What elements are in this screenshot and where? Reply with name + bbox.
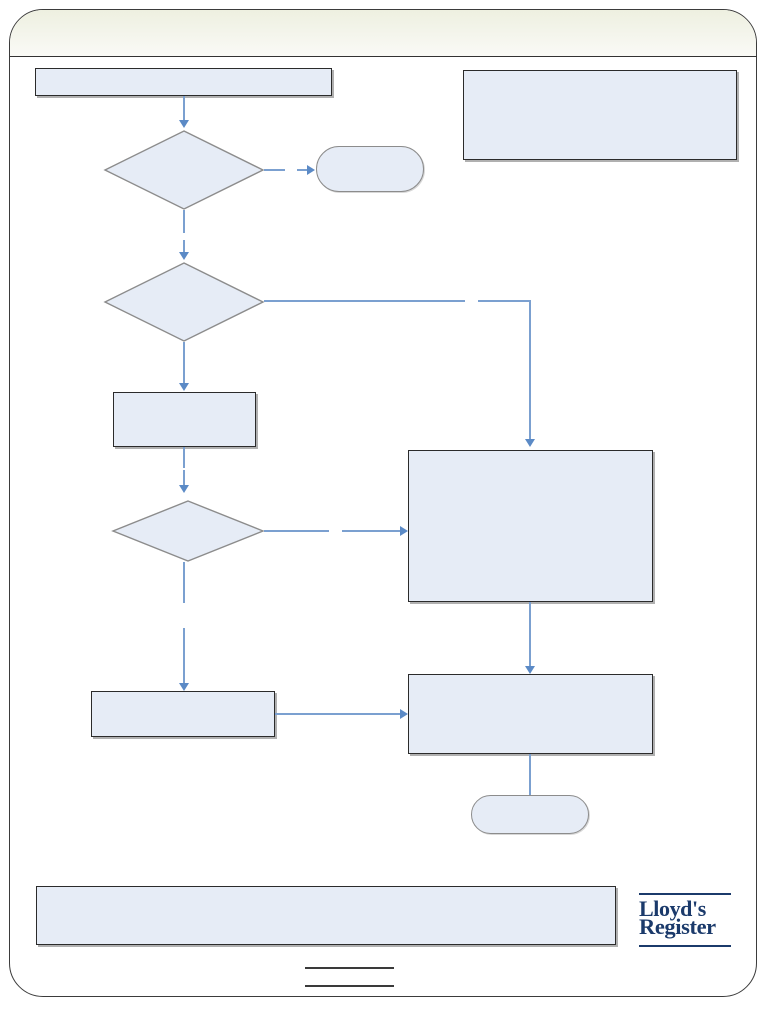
arrowhead-n1-n2 [179, 120, 189, 128]
arrowhead-n5-n6 [179, 383, 189, 391]
flowchart-node-n1[interactable] [35, 68, 332, 96]
arrowhead-n6-n7 [179, 485, 189, 493]
arrowhead-n5-n9 [525, 439, 535, 447]
page-header-divider [10, 56, 757, 57]
connector-n7-n9-seg1 [264, 530, 329, 532]
flowchart-node-n9[interactable] [408, 450, 653, 602]
flowchart-node-n6[interactable] [113, 392, 256, 447]
flowchart-node-n3[interactable] [316, 146, 424, 192]
connector-n7-n9-seg2 [342, 530, 402, 532]
arrowhead-n2-n3 [307, 165, 315, 175]
logo-line-1: Lloyd's [639, 896, 706, 921]
flowchart-node-n5[interactable] [103, 262, 265, 342]
connector-n2-n5-seg1 [183, 210, 185, 233]
connector-n7-n8-seg2 [183, 628, 185, 686]
flowchart-node-n8[interactable] [91, 691, 275, 737]
connector-n5-n9-h1 [264, 300, 465, 302]
flowchart-node-n2[interactable] [103, 130, 265, 210]
flowchart-node-n11[interactable] [471, 795, 589, 834]
arrowhead-n7-n9 [400, 526, 408, 536]
connector-n10-n11 [529, 754, 531, 800]
footer-rule-1 [305, 967, 394, 970]
arrowhead-n7-n8 [179, 683, 189, 691]
connector-n2-n5-seg2 [183, 240, 185, 256]
logo-rule-top [639, 893, 731, 896]
logo-line-2: Register [639, 914, 716, 939]
connector-n2-n3-seg2 [297, 169, 309, 171]
connector-n5-n9-v [529, 300, 531, 442]
lloyds-register-logo: Lloyd's Register [639, 893, 731, 947]
connector-n6-n7-seg2 [183, 470, 185, 488]
arrowhead-n9-n10 [525, 666, 535, 674]
footer-rule-2 [305, 985, 394, 988]
connector-n2-n3-seg1 [264, 169, 285, 171]
flowchart-node-n7[interactable] [111, 500, 265, 562]
connector-n8-n10 [275, 713, 402, 715]
connector-n5-n9-h2 [478, 300, 531, 302]
logo-rule-bottom [639, 944, 731, 947]
arrowhead-n8-n10 [400, 709, 408, 719]
connector-n6-n7-seg1 [183, 447, 185, 468]
connector-n5-n6 [183, 342, 185, 386]
connector-n9-n10 [529, 602, 531, 670]
arrowhead-n2-n5 [179, 252, 189, 260]
flowchart-node-n10[interactable] [408, 674, 653, 754]
connector-n1-n2 [183, 96, 185, 123]
footer-banner-box[interactable] [36, 886, 616, 945]
connector-n7-n8-seg1 [183, 562, 185, 603]
flowchart-node-n4[interactable] [463, 70, 737, 160]
